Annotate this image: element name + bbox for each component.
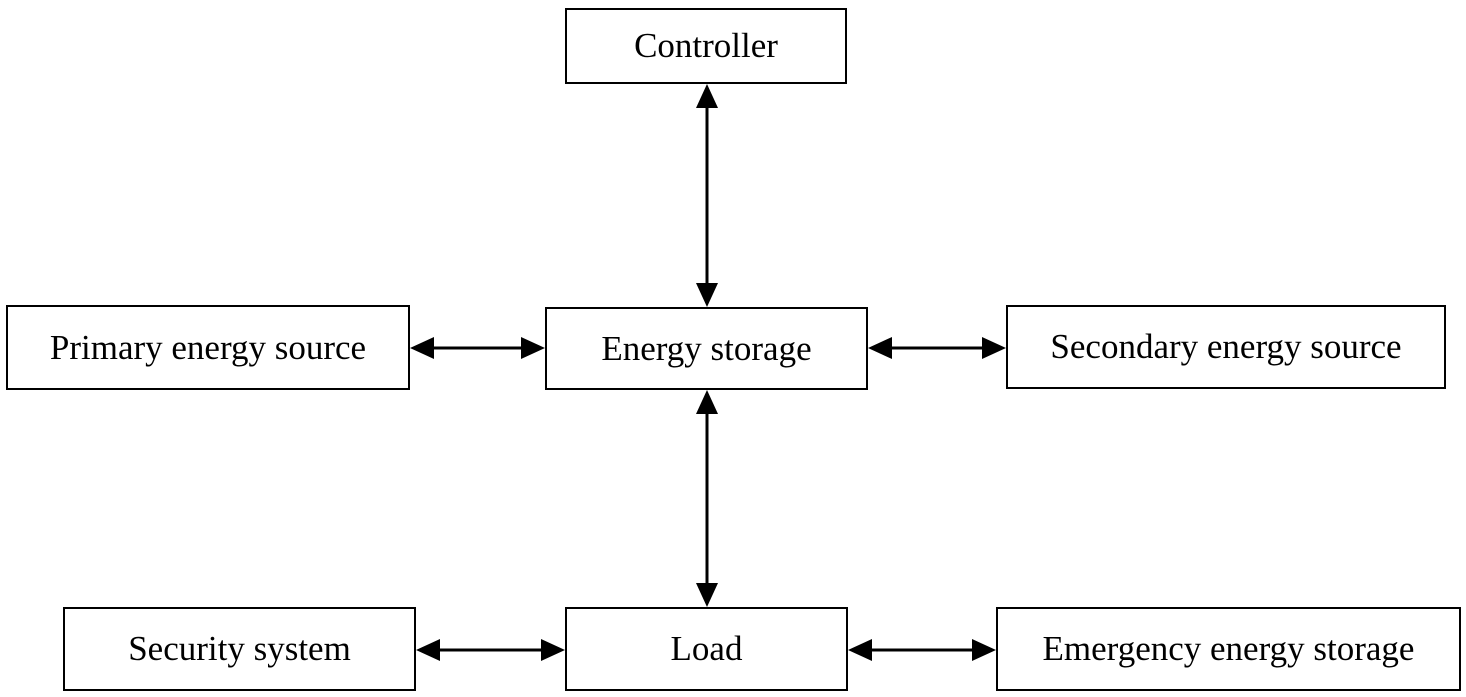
node-energy-storage: Energy storage [545,307,868,390]
arrow-storage-secondary [868,337,1006,359]
node-emergency-energy-storage: Emergency energy storage [996,607,1461,691]
node-primary-energy-source: Primary energy source [6,305,410,390]
node-primary-energy-source-label: Primary energy source [49,327,367,367]
node-security-system-label: Security system [128,629,351,668]
node-controller-label: Controller [634,26,778,65]
node-secondary-energy-source: Secondary energy source [1006,305,1446,389]
node-load-label: Load [670,629,743,668]
node-emergency-energy-storage-label: Emergency energy storage [1042,629,1415,668]
arrow-security-load [416,639,565,661]
node-security-system: Security system [63,607,416,691]
node-energy-storage-label: Energy storage [601,328,812,368]
node-load: Load [565,607,848,691]
arrow-load-emergency [848,639,996,661]
arrow-controller-storage [696,84,718,307]
arrow-primary-storage [410,337,545,359]
node-secondary-energy-source-label: Secondary energy source [1050,327,1402,366]
arrow-storage-load [696,390,718,607]
node-controller: Controller [565,8,847,84]
